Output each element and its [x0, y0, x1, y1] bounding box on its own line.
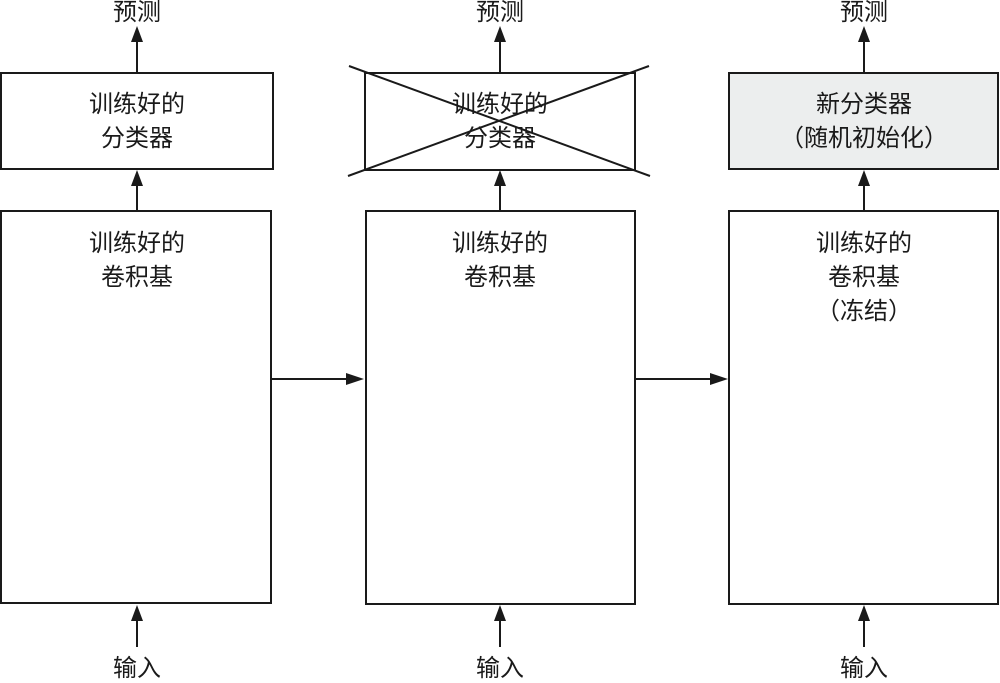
arrowhead-from-input [131, 605, 143, 621]
classifier-label-line-2: 分类器 [464, 124, 536, 152]
input-label: 输入 [840, 654, 888, 682]
cross-out-stroke-2 [347, 65, 650, 177]
conv-base-label-line-2: 卷积基 [464, 263, 536, 291]
conv-base-box-frozen [728, 210, 999, 605]
classifier-label-line-1: 新分类器 [816, 90, 912, 118]
input-label: 输入 [113, 654, 161, 682]
classifier-label-line-2: 分类器 [101, 124, 173, 152]
conv-base-box [365, 210, 636, 605]
conv-base-label-line-1: 训练好的 [816, 229, 912, 257]
conv-base-box [0, 210, 272, 604]
arrowhead-to-prediction [858, 26, 870, 42]
arrowhead-from-input [858, 605, 870, 621]
prediction-label: 预测 [113, 0, 161, 26]
classifier-box [0, 72, 274, 170]
conv-base-label-line-1: 训练好的 [89, 229, 185, 257]
classifier-label-line-1: 训练好的 [452, 90, 548, 118]
arrowhead-base-to-classifier [858, 170, 870, 186]
column-1: 预测 训练好的 分类器 训练好的 卷积基 输入 [0, 0, 274, 682]
new-classifier-box [728, 72, 999, 170]
conv-base-label-line-2: 卷积基 [828, 263, 900, 291]
column-2: 预测 训练好的 分类器 训练好的 卷积基 输入 [347, 0, 651, 682]
classifier-label-line-1: 训练好的 [89, 90, 185, 118]
arrowhead-to-prediction [494, 26, 506, 42]
conv-base-label-line-2: 卷积基 [101, 263, 173, 291]
conv-base-label-line-3: （冻结） [816, 297, 912, 325]
arrowhead-base-to-classifier [131, 170, 143, 186]
conv-base-label-line-1: 训练好的 [452, 229, 548, 257]
arrowhead-from-input [494, 605, 506, 621]
prediction-label: 预测 [476, 0, 524, 26]
transition-arrowhead-2 [710, 373, 728, 385]
classifier-label-line-2: （随机初始化） [780, 124, 948, 152]
input-label: 输入 [476, 654, 524, 682]
prediction-label: 预测 [840, 0, 888, 26]
arrowhead-to-prediction [131, 26, 143, 42]
column-3: 预测 新分类器 （随机初始化） 训练好的 卷积基 （冻结） 输入 [728, 0, 999, 682]
arrowhead-base-to-classifier [494, 170, 506, 186]
transition-arrowhead-1 [346, 373, 364, 385]
